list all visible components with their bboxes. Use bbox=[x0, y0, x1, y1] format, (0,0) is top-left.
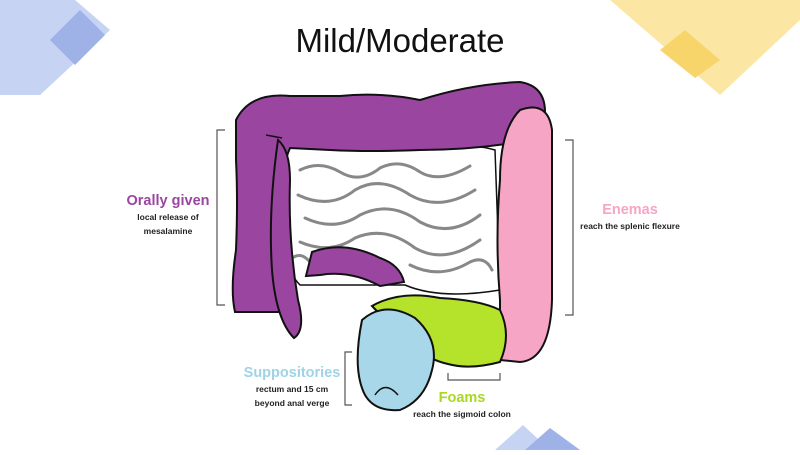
foams-bracket bbox=[447, 373, 501, 381]
page-title: Mild/Moderate bbox=[295, 22, 505, 59]
oral-colon-segment bbox=[231, 80, 547, 313]
enemas-label: Enemas reach the splenic flexure bbox=[570, 202, 690, 232]
oral-bracket bbox=[216, 129, 225, 306]
enemas-line-1: reach the splenic flexure bbox=[580, 221, 680, 231]
decor-top-right bbox=[610, 0, 800, 100]
enemas-bracket bbox=[565, 139, 574, 316]
suppositories-rectum-segment bbox=[356, 308, 435, 412]
decor-top-left bbox=[0, 0, 120, 100]
decor-bottom bbox=[495, 420, 605, 450]
appendix bbox=[269, 138, 303, 340]
suppositories-line-2: beyond anal verge bbox=[254, 398, 330, 408]
oral-line-2: mesalamine bbox=[143, 226, 193, 236]
foams-line-1: reach the sigmoid colon bbox=[413, 409, 511, 419]
suppositories-bracket bbox=[344, 351, 352, 406]
suppositories-line-1: rectum and 15 cm bbox=[255, 384, 329, 394]
oral-line-1: local release of bbox=[137, 212, 199, 222]
suppositories-heading: Suppositories bbox=[243, 365, 341, 381]
oral-label: Orally given local release of mesalamine bbox=[108, 193, 228, 237]
enemas-heading: Enemas bbox=[602, 202, 658, 218]
foams-label: Foams reach the sigmoid colon bbox=[402, 390, 522, 420]
foams-heading: Foams bbox=[438, 390, 486, 406]
suppositories-label: Suppositories rectum and 15 cm beyond an… bbox=[232, 365, 352, 409]
oral-heading: Orally given bbox=[126, 193, 210, 209]
oral-ileum-segment bbox=[304, 246, 406, 288]
